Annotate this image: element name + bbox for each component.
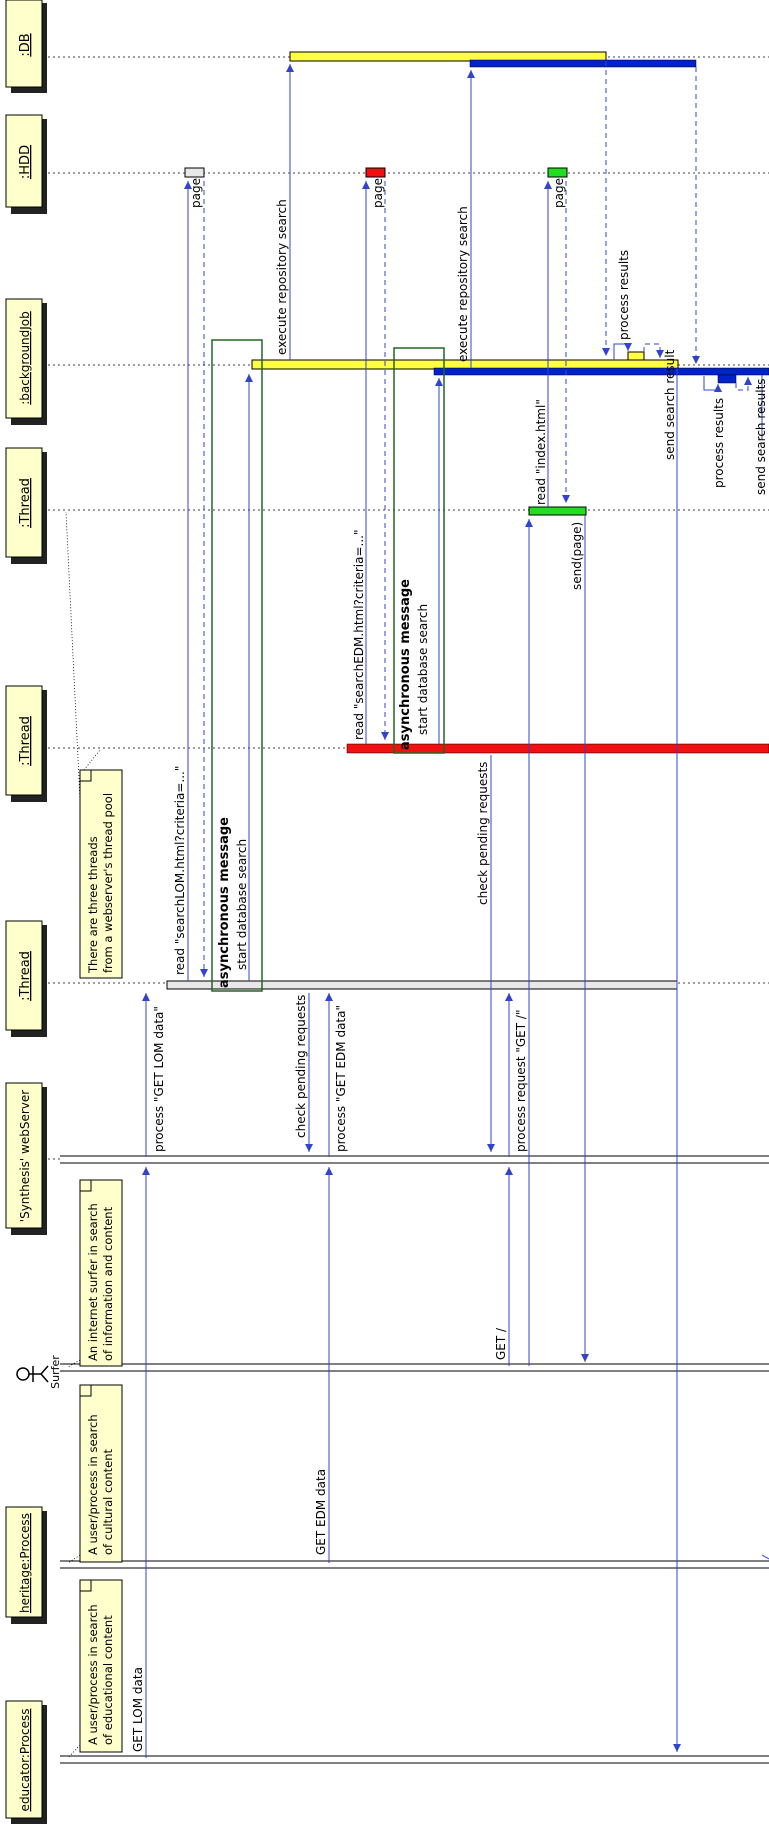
activation-thread-b-red [346, 743, 769, 754]
note-educator-line-1: A user/process in search [86, 1604, 100, 1745]
object-db-label: :DB [18, 33, 33, 56]
label-check-pending-2: check pending requests [476, 762, 490, 905]
activation-background-job-blue [433, 367, 769, 376]
async-frame-1 [211, 339, 263, 992]
activation-hdd-green [547, 167, 568, 178]
label-process-results-2: process results [712, 398, 726, 488]
label-execute-repo-search-2: execute repository search [456, 206, 470, 362]
lifeline-web-server [48, 1155, 769, 1164]
label-async-message-2: asynchronous message [398, 579, 413, 750]
note-thread-pool-line-2: from a webserver's thread pool [101, 793, 115, 973]
note-surfer-line-2: of information and content [101, 1206, 115, 1361]
label-process-get-edm: process "GET EDM data" [334, 1005, 348, 1152]
note-educator-line-2: of educational content [101, 1615, 115, 1745]
actor-surfer: Surfer [16, 1355, 62, 1389]
note-heritage-line-2: of cultural content [101, 1449, 115, 1555]
label-execute-repo-search-1: execute repository search [275, 199, 289, 355]
message-heritage-tail [761, 1554, 769, 1560]
message-process-results-self-2 [703, 376, 722, 392]
activation-background-job-nested [627, 351, 645, 361]
lifeline-educator [60, 1755, 769, 1764]
label-check-pending-1: check pending requests [294, 995, 308, 1138]
object-thread-c-label: :Thread [18, 478, 33, 528]
lifeline-heritage [60, 1560, 769, 1569]
activation-db-blue [469, 59, 697, 68]
label-page-2: page [371, 178, 385, 208]
label-send-page: send(page) [570, 522, 584, 590]
label-read-searchedm: read "searchEDM.html?criteria=..." [352, 529, 366, 740]
activation-thread-a-grey [166, 980, 678, 990]
object-heritage-label: heritage:Process [18, 1513, 32, 1613]
label-start-db-search-1: start database search [235, 839, 249, 970]
object-thread-a: :Thread [5, 920, 47, 1037]
label-get-root: GET / [494, 1327, 508, 1360]
actor-surfer-label: Surfer [49, 1355, 62, 1389]
note-thread-pool-line-1: There are three threads [86, 836, 100, 974]
object-thread-a-label: :Thread [18, 951, 33, 1001]
message-process-results-return-2 [735, 377, 752, 391]
activation-thread-c-green [528, 506, 587, 516]
async-frame-2 [393, 347, 445, 754]
actor-figure-icon [16, 1365, 49, 1383]
label-process-request-get: process request "GET /" [514, 1010, 528, 1152]
label-read-index: read "index.html" [534, 399, 548, 505]
label-async-message-1: asynchronous message [217, 817, 232, 988]
label-send-search-results: send search results [754, 378, 768, 495]
label-get-lom-data: GET LOM data [131, 1667, 145, 1752]
activation-hdd-red [365, 167, 386, 178]
label-send-search-result: send search result [663, 349, 677, 460]
object-web-server-label: 'Synthesis' webServer [18, 1090, 32, 1223]
note-heritage-line-1: A user/process in search [86, 1414, 100, 1555]
object-background-job: :backgroundJob [5, 298, 47, 425]
message-process-results-self-1 [613, 343, 632, 360]
object-educator-label: educator:Process [18, 1709, 32, 1812]
lifeline-surfer [60, 1363, 769, 1372]
object-educator: educator:Process [5, 1700, 47, 1824]
note-surfer-line-1: An internet surfer in search [86, 1203, 100, 1361]
note-heritage: A user/process in search of cultural con… [67, 1384, 123, 1564]
label-page-1: page [189, 178, 203, 208]
note-surfer: An internet surfer in search of informat… [67, 1179, 123, 1368]
object-hdd: :HDD [5, 114, 47, 214]
object-web-server: 'Synthesis' webServer [5, 1082, 47, 1235]
object-heritage: heritage:Process [5, 1506, 47, 1624]
label-page-3: page [552, 178, 566, 208]
activation-hdd-grey [184, 167, 205, 178]
label-get-edm-data: GET EDM data [314, 1469, 328, 1555]
object-thread-b: :Thread [5, 685, 47, 802]
object-thread-b-label: :Thread [18, 716, 33, 766]
activation-db-yellow [289, 51, 607, 62]
message-process-results-return-1 [643, 343, 664, 358]
activation-background-job-blue-nested [717, 374, 737, 384]
object-hdd-label: :HDD [18, 145, 33, 179]
label-read-searchlom: read "searchLOM.html?criteria=..." [173, 766, 187, 975]
object-thread-c: :Thread [5, 447, 47, 564]
object-db: :DB [5, 0, 47, 93]
object-background-job-label: :backgroundJob [18, 311, 32, 405]
note-thread-pool: There are three threads from a webserver… [65, 511, 123, 979]
label-process-results-1: process results [617, 250, 631, 340]
label-start-db-search-2: start database search [416, 604, 430, 735]
note-educator: A user/process in search of educational … [67, 1579, 123, 1759]
label-process-get-lom: process "GET LOM data" [152, 1006, 166, 1152]
